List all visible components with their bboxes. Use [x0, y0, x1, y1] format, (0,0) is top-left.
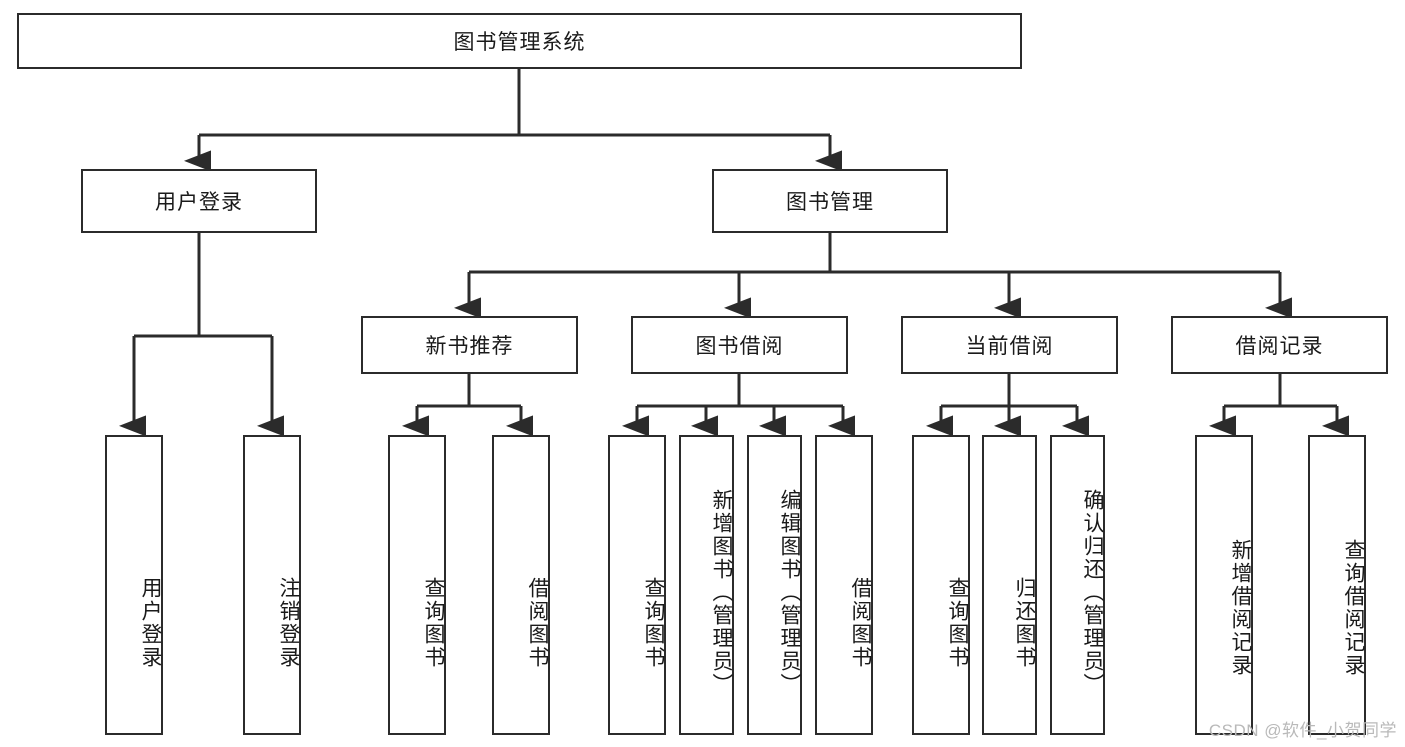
watermark: CSDN @软件_小贺同学: [1208, 721, 1397, 740]
node-user-login-label: 用户登录: [155, 191, 243, 214]
leaf-current-return-book[interactable]: 归还图书: [982, 435, 1037, 735]
leaf-user-login-login[interactable]: 用户登录: [105, 435, 163, 735]
leaf-borrow-borrow-book[interactable]: 借阅图书: [815, 435, 873, 735]
leaf-borrow-query-book[interactable]: 查询图书: [608, 435, 666, 735]
leaf-borrow-edit-book-admin[interactable]: 编辑图书（管理员）: [747, 435, 802, 735]
node-book-management[interactable]: 图书管理: [712, 169, 948, 233]
leaf-new-book-borrow[interactable]: 借阅图书: [492, 435, 550, 735]
node-book-borrow-label: 图书借阅: [695, 335, 784, 358]
leaf-current-query-book[interactable]: 查询图书: [912, 435, 970, 735]
node-current-borrow[interactable]: 当前借阅: [901, 316, 1118, 374]
leaf-current-confirm-return-admin[interactable]: 确认归还（管理员）: [1050, 435, 1105, 735]
leaf-user-login-logout[interactable]: 注销登录: [243, 435, 301, 735]
node-new-book-recommend[interactable]: 新书推荐: [361, 316, 578, 374]
node-user-login[interactable]: 用户登录: [81, 169, 317, 233]
leaf-record-query-record[interactable]: 查询借阅记录: [1308, 435, 1366, 735]
node-root-label: 图书管理系统: [453, 31, 586, 54]
leaf-borrow-add-book-admin[interactable]: 新增图书（管理员）: [679, 435, 734, 735]
node-book-borrow[interactable]: 图书借阅: [631, 316, 848, 374]
node-borrow-record[interactable]: 借阅记录: [1171, 316, 1388, 374]
leaf-record-add-record[interactable]: 新增借阅记录: [1195, 435, 1253, 735]
node-book-management-label: 图书管理: [786, 191, 874, 214]
node-root[interactable]: 图书管理系统: [17, 13, 1022, 69]
node-new-book-recommend-label: 新书推荐: [425, 335, 514, 358]
leaf-new-book-query[interactable]: 查询图书: [388, 435, 446, 735]
node-borrow-record-label: 借阅记录: [1235, 335, 1324, 358]
node-current-borrow-label: 当前借阅: [965, 335, 1054, 358]
